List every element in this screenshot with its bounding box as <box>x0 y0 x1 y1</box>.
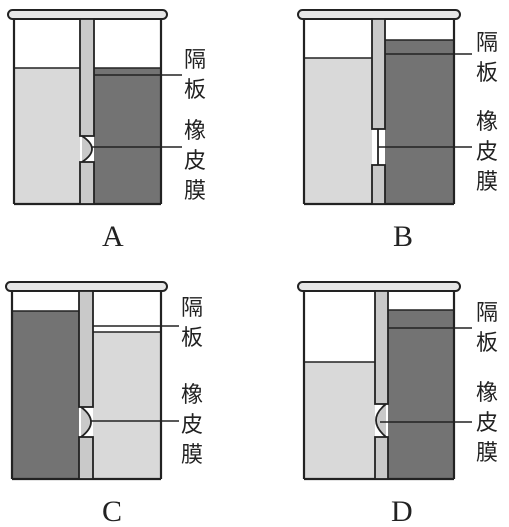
panel-c-left-liquid <box>12 311 79 479</box>
panel-c-partition-upper <box>78 290 94 408</box>
panel-d-rim <box>297 281 461 292</box>
panel-a-membrane-label-2: 皮 <box>184 149 206 174</box>
panel-c-partition-label-2: 板 <box>181 326 203 351</box>
panel-d-partition-label-1: 隔 <box>476 301 498 326</box>
panel-d: 隔 板 橡 皮 膜 D <box>297 281 498 527</box>
panel-c-membrane-label-1: 橡 <box>181 383 203 408</box>
panel-b-membrane-label-1: 橡 <box>476 110 498 135</box>
panel-b-letter: B <box>393 220 413 253</box>
panel-a-partition-label-1: 隔 <box>184 48 206 73</box>
panel-a-partition-label-2: 板 <box>184 78 206 103</box>
panel-d-partition-lower <box>374 436 389 480</box>
panel-a-membrane-label-3: 膜 <box>184 179 206 204</box>
panel-c-partition-lower <box>78 436 94 480</box>
panel-c-rubber-membrane <box>80 406 92 438</box>
panel-d-membrane-label-1: 橡 <box>476 381 498 406</box>
panel-d-membrane-label-3: 膜 <box>476 441 498 466</box>
panel-c-right-liquid <box>93 332 161 479</box>
panel-a-rubber-membrane <box>81 135 93 163</box>
panel-c: 隔 板 橡 皮 膜 C <box>5 281 203 527</box>
panel-a-membrane-label-1: 橡 <box>184 119 206 144</box>
panel-b-membrane-label-3: 膜 <box>476 170 498 195</box>
panel-a-right-liquid <box>94 68 161 204</box>
panel-a-partition-upper <box>79 18 95 137</box>
panel-a-partition-lower <box>79 161 95 205</box>
panel-b-partition-label-2: 板 <box>476 61 498 86</box>
panel-d-partition-label-2: 板 <box>476 331 498 356</box>
panel-b-partition-label-1: 隔 <box>476 31 498 56</box>
panel-b-left-liquid <box>304 58 372 204</box>
panel-a-rim <box>7 9 168 20</box>
panel-b: 隔 板 橡 皮 膜 B <box>297 9 498 253</box>
panel-c-membrane-label-3: 膜 <box>181 443 203 468</box>
panel-c-letter: C <box>102 495 122 527</box>
panel-c-membrane-label-2: 皮 <box>181 413 203 438</box>
panel-d-right-liquid <box>388 310 454 479</box>
panel-c-partition-label-1: 隔 <box>181 296 203 321</box>
panel-d-letter: D <box>391 495 413 527</box>
panel-b-rim <box>297 9 461 20</box>
panel-a-left-liquid <box>14 68 80 204</box>
panel-a: 隔 板 橡 皮 膜 A <box>7 9 206 253</box>
panel-c-rim <box>5 281 168 292</box>
panel-d-partition-upper <box>374 290 389 405</box>
panel-d-membrane-label-2: 皮 <box>476 411 498 436</box>
panel-b-partition-upper <box>371 18 386 130</box>
panel-a-letter: A <box>102 220 124 253</box>
panel-d-rubber-membrane <box>375 403 387 438</box>
panel-d-left-liquid <box>304 362 375 479</box>
panel-b-membrane-label-2: 皮 <box>476 140 498 165</box>
panel-b-partition-lower <box>371 164 386 205</box>
panel-b-right-liquid <box>385 40 454 204</box>
